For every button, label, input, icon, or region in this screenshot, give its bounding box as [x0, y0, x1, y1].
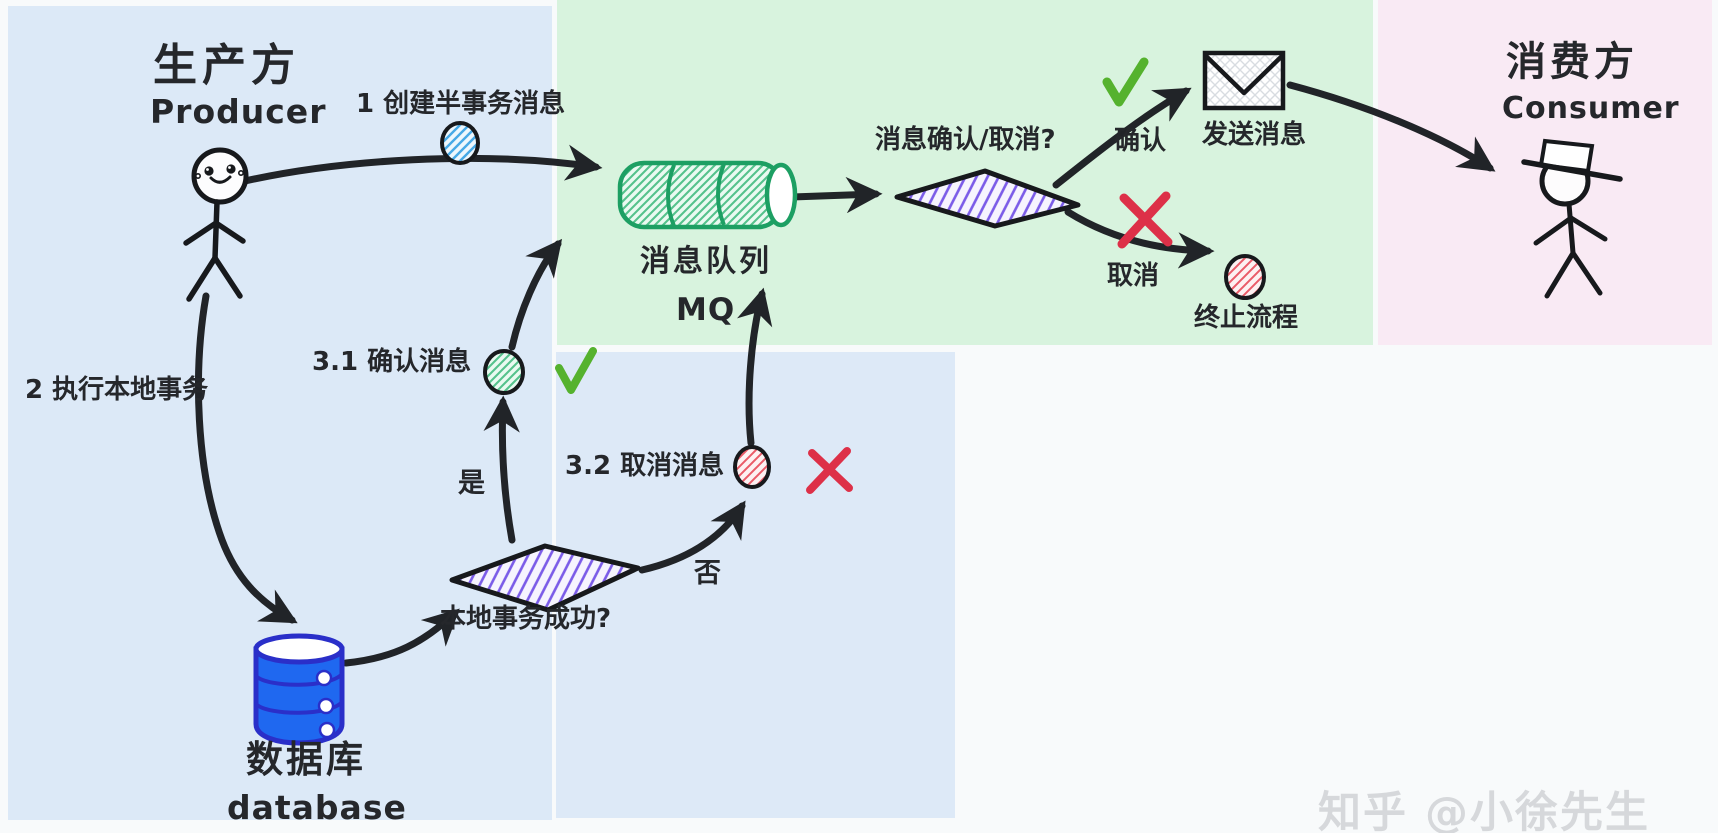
message-queue-icon — [617, 160, 798, 230]
arrow-envelope-to-consumer — [1286, 81, 1496, 172]
arrow-mq-to-decision — [788, 176, 883, 214]
envelope-icon — [1202, 50, 1286, 111]
step31-label: 3.1 确认消息 — [312, 347, 472, 377]
consumer-hat-brim — [1521, 159, 1623, 182]
send-message-label: 发送消息 — [1202, 120, 1307, 150]
local-success-checkmark-icon — [555, 347, 597, 394]
mq-title-en: MQ — [676, 292, 736, 328]
arrow-producer-to-mq — [241, 144, 603, 185]
yes-label: 是 — [458, 468, 485, 499]
database-icon — [253, 633, 345, 746]
terminate-message-icon — [1224, 254, 1266, 300]
producer-title-zh: 生产方 — [153, 40, 300, 91]
database-title-en: database — [227, 788, 407, 827]
mq-decision-label: 消息确认/取消? — [875, 125, 1056, 155]
arrow-confirm-to-envelope — [1052, 87, 1192, 189]
terminate-label: 终止流程 — [1194, 303, 1299, 333]
confirm-label: 确认 — [1114, 126, 1167, 156]
mq-title-zh: 消息队列 — [640, 244, 772, 279]
local-transaction-region-panel — [556, 352, 955, 818]
no-label: 否 — [694, 558, 721, 589]
producer-title-en: Producer — [150, 92, 327, 131]
arrow-producer-to-database — [194, 292, 298, 624]
mq-decision-diamond — [894, 168, 1081, 229]
local-fail-x-icon — [806, 447, 853, 494]
cancel-message-icon — [733, 445, 771, 489]
arrow-yes-to-confirm-circle — [483, 395, 520, 544]
consumer-title-zh: 消费方 — [1506, 39, 1638, 85]
step2-label: 2 执行本地事务 — [25, 375, 209, 405]
step32-label: 3.2 取消消息 — [565, 451, 725, 481]
step1-label: 1 创建半事务消息 — [356, 89, 566, 119]
arrow-cancel-to-terminate — [1064, 208, 1215, 269]
consumer-figure — [1521, 138, 1623, 299]
arrow-no-to-cancel-circle — [638, 500, 746, 574]
confirm-checkmark-icon — [1102, 57, 1149, 107]
half-message-icon — [440, 121, 480, 165]
cancel-label: 取消 — [1107, 261, 1160, 291]
consumer-title-en: Consumer — [1502, 91, 1680, 126]
cancel-x-icon — [1117, 191, 1173, 249]
producer-head — [191, 147, 249, 205]
database-title-zh: 数据库 — [246, 738, 366, 781]
local-decision-diamond — [449, 543, 641, 613]
queue-opening — [764, 162, 798, 228]
arrow-cancel-circle-to-mq — [736, 287, 773, 447]
arrow-database-to-decision — [342, 608, 460, 667]
local-decision-label: 本地事务成功? — [440, 604, 612, 634]
confirm-message-icon — [483, 349, 525, 395]
arrow-confirm-circle-to-mq — [508, 238, 563, 351]
producer-figure — [183, 147, 249, 302]
zhihu-watermark: 知乎 @小徐先生 — [1318, 788, 1650, 833]
flow-arrows — [194, 81, 1496, 667]
